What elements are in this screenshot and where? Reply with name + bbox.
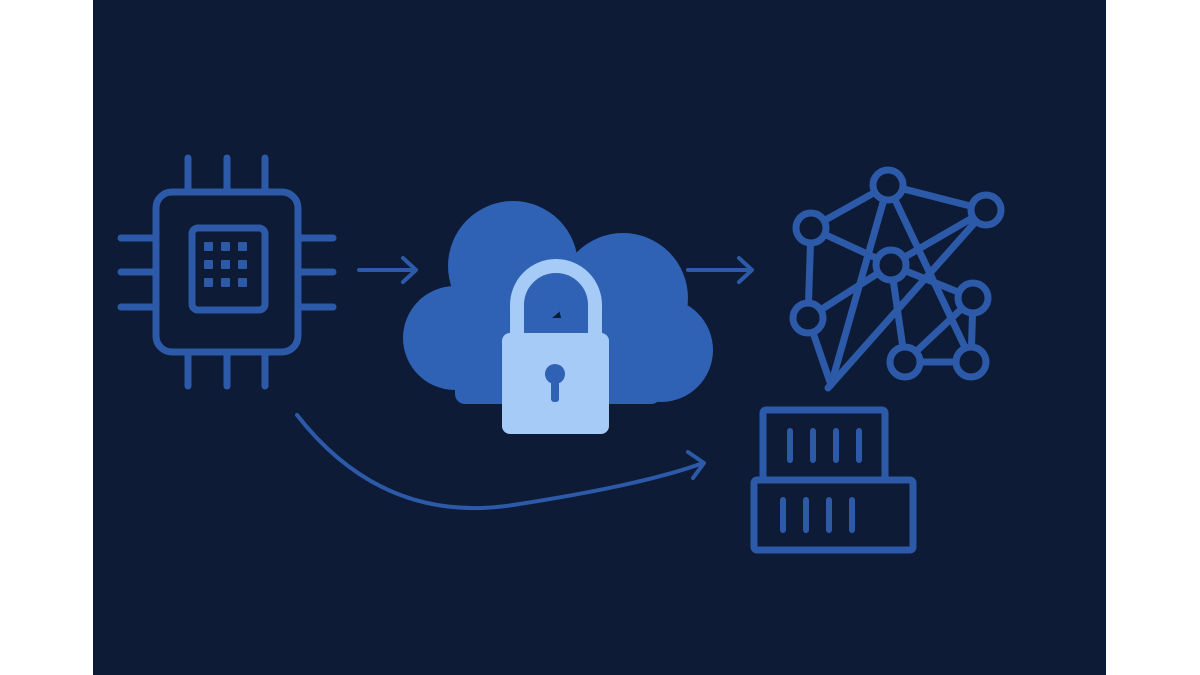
cpu-core-grid: [204, 242, 247, 287]
curved-arrow-icon: [295, 413, 706, 511]
arrow-right-icon: [686, 256, 754, 284]
illustration-panel: [93, 0, 1106, 675]
illustration-svg: [93, 0, 1106, 675]
arrow-right-icon: [357, 256, 418, 284]
server-vents: [780, 428, 862, 533]
cpu-chip-icon: [117, 154, 337, 390]
neural-network-icon: [789, 166, 1005, 392]
padlock-icon: [502, 259, 609, 434]
server-rack-icon: [750, 406, 917, 554]
keyhole-icon: [545, 364, 565, 384]
